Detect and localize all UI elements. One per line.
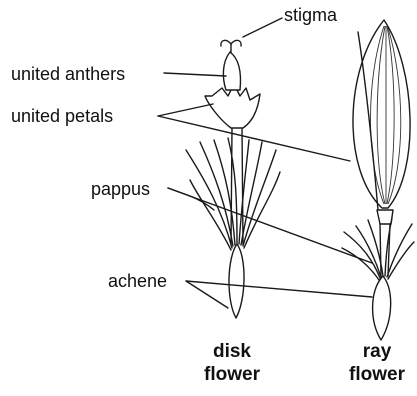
- ray-achene: [373, 276, 391, 340]
- caption-disk-flower: disk flower: [196, 341, 268, 387]
- label-united-petals: united petals: [11, 107, 113, 125]
- ray-flower-drawing: [342, 20, 414, 340]
- disk-flower-drawing: [186, 40, 280, 318]
- disk-achene: [229, 244, 244, 318]
- label-stigma: stigma: [284, 6, 337, 24]
- disk-anthers: [223, 52, 240, 90]
- caption-disk-text: disk flower: [204, 341, 260, 385]
- leader-lines: [158, 18, 372, 308]
- disk-pappus: [186, 138, 280, 250]
- label-pappus: pappus: [91, 180, 150, 198]
- label-united-anthers: united anthers: [11, 65, 125, 83]
- ray-pappus: [342, 218, 414, 280]
- caption-ray-text: ray flower: [349, 341, 405, 385]
- caption-ray-flower: ray flower: [341, 341, 413, 387]
- label-achene: achene: [108, 272, 167, 290]
